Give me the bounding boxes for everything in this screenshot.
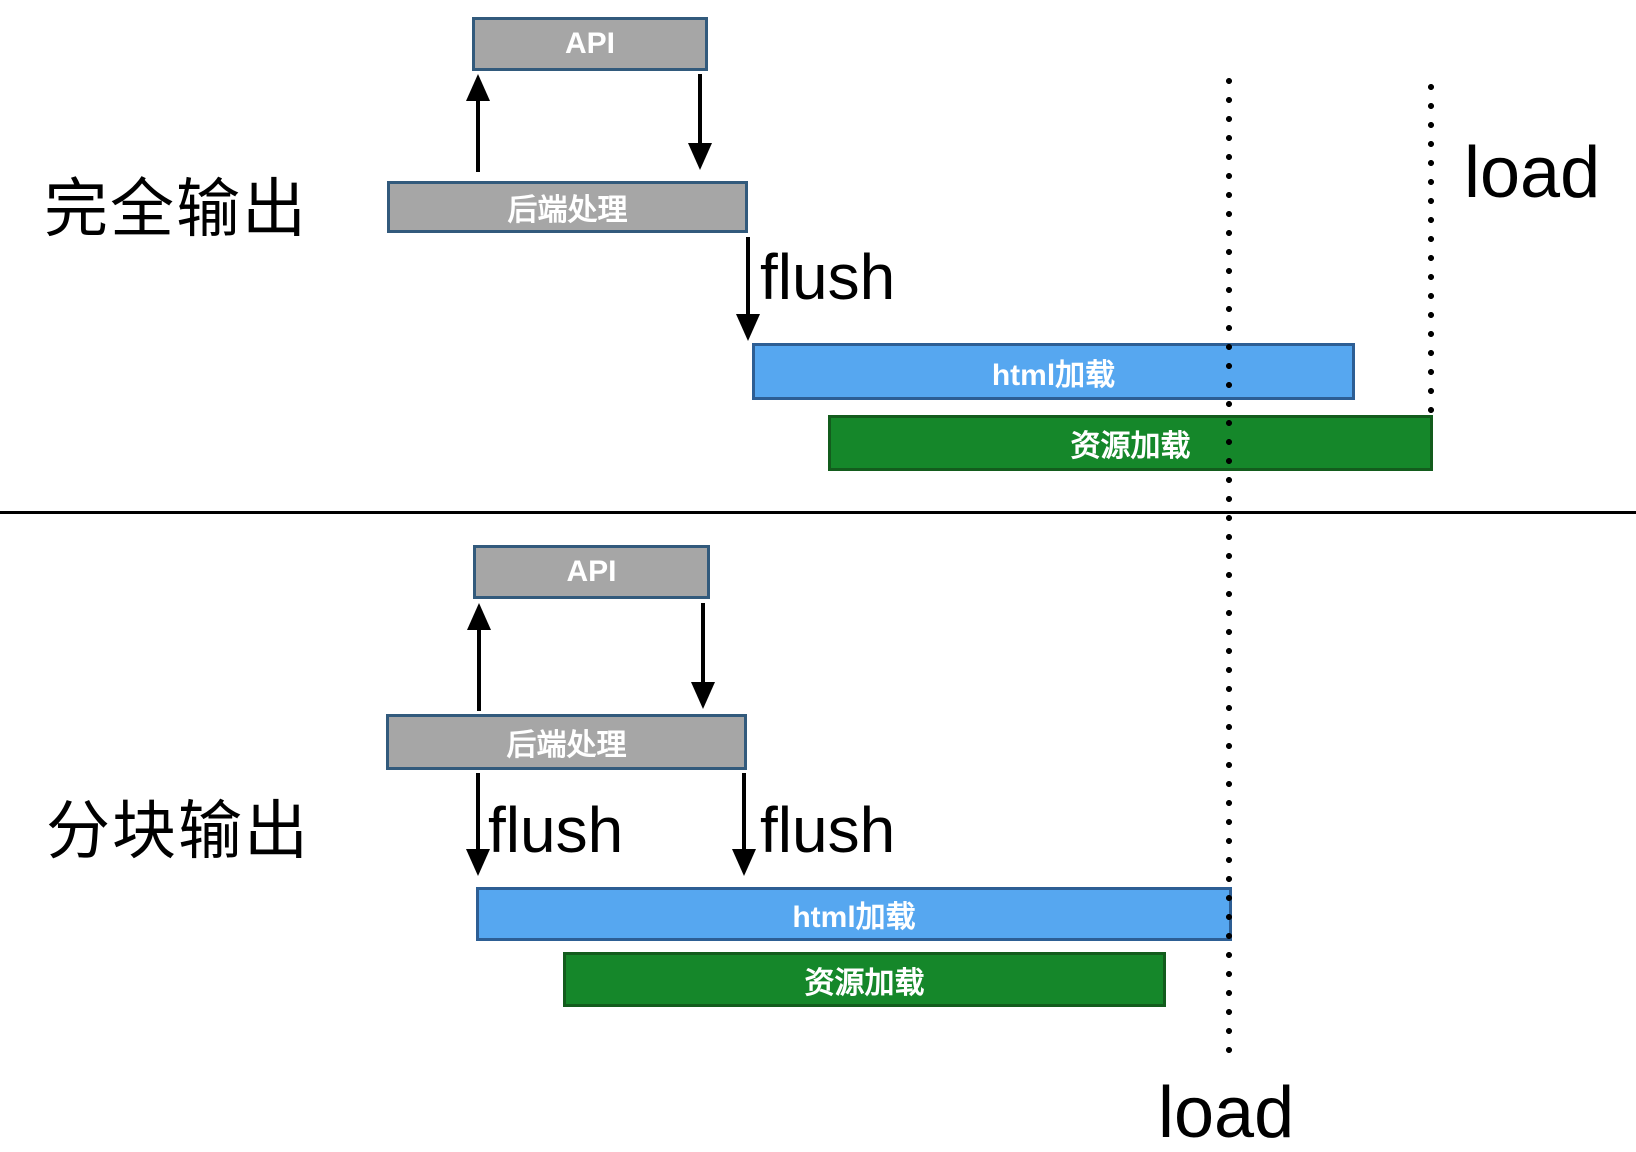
flush-label-top: flush	[760, 241, 896, 313]
flush-arrow-icon-1	[466, 849, 490, 876]
section-title-full-output: 完全输出	[44, 173, 308, 245]
backend-box-top: 后端处理	[387, 181, 748, 233]
api-request-arrow-line-top	[476, 99, 480, 172]
flush-label-2: flush	[760, 794, 896, 866]
load-marker-dotted-line-left	[1226, 78, 1232, 1054]
api-box-top-label: API	[564, 27, 615, 60]
load-label-top: load	[1464, 133, 1601, 213]
flush-arrow-line-2	[742, 773, 746, 850]
api-box-bottom: API	[473, 545, 710, 599]
api-request-arrow-icon-top	[466, 74, 490, 101]
api-box-top: API	[472, 17, 708, 71]
api-response-arrow-line-bottom	[701, 603, 705, 683]
api-response-arrow-line-top	[698, 74, 702, 144]
api-response-arrow-icon-bottom	[691, 682, 715, 709]
flush-arrow-icon-top	[736, 314, 760, 341]
resource-load-bar-bottom: 资源加载	[563, 952, 1166, 1007]
resource-load-bar-bottom-label: 资源加载	[804, 966, 925, 1000]
flush-arrow-line-top	[746, 237, 750, 315]
api-response-arrow-icon-top	[688, 143, 712, 170]
resource-load-bar-top-label: 资源加载	[1070, 430, 1191, 463]
api-request-arrow-icon-bottom	[467, 603, 491, 630]
html-load-bar-bottom: html加载	[476, 887, 1232, 941]
section-divider	[0, 511, 1636, 514]
resource-load-bar-top: 资源加载	[828, 415, 1433, 471]
load-label-bottom: load	[1158, 1073, 1295, 1152]
backend-box-top-label: 后端处理	[507, 194, 628, 227]
section-title-chunked-output: 分块输出	[46, 795, 310, 867]
html-load-bar-top: html加载	[752, 343, 1355, 400]
html-load-bar-top-label: html加载	[991, 358, 1116, 392]
load-marker-dotted-line-right	[1428, 84, 1434, 414]
flush-arrow-icon-2	[732, 849, 756, 876]
flush-arrow-line-1	[476, 773, 480, 850]
html-load-bar-bottom-label: html加载	[792, 901, 916, 934]
api-box-bottom-label: API	[566, 555, 617, 588]
backend-box-bottom: 后端处理	[386, 714, 747, 770]
api-request-arrow-line-bottom	[477, 628, 481, 711]
backend-box-bottom-label: 后端处理	[506, 729, 627, 762]
flush-label-1: flush	[488, 794, 624, 866]
